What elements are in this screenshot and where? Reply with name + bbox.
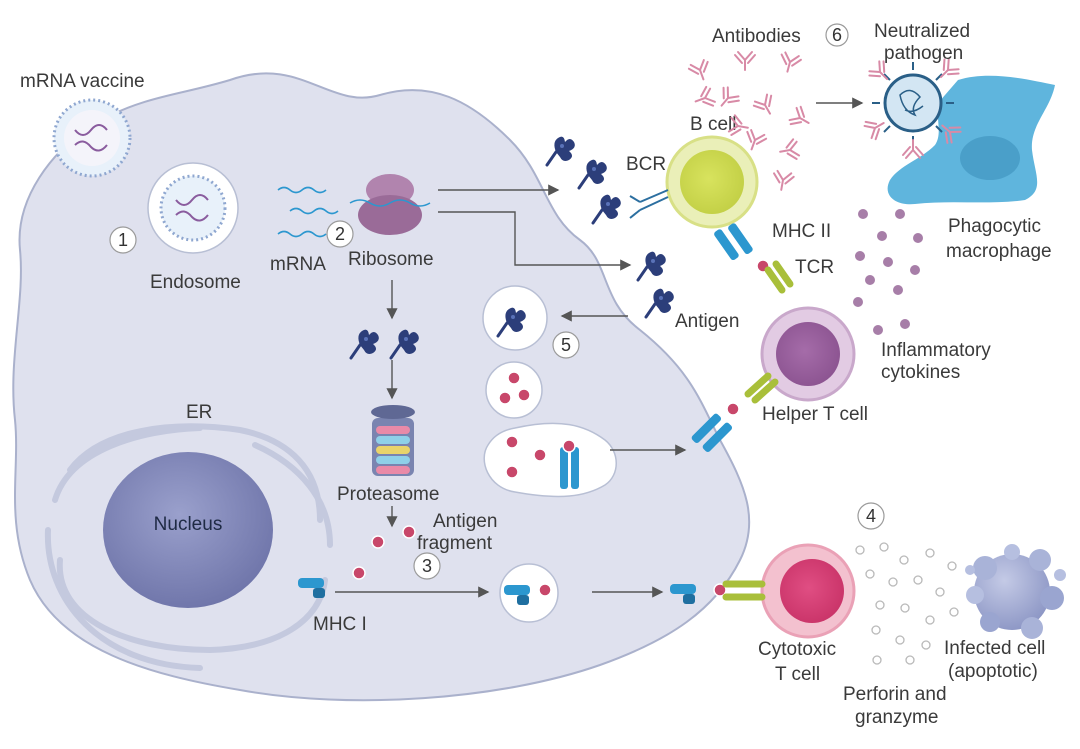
endosome [147, 162, 239, 254]
step-2-marker: 2 [326, 220, 354, 248]
mhc1-label: MHC I [313, 614, 367, 635]
tcr-label: TCR [795, 257, 834, 278]
proteasome-label: Proteasome [337, 484, 439, 505]
step-3-number: 3 [422, 556, 432, 576]
mhc2-label: MHC II [772, 221, 831, 242]
antigen-protein-icon [545, 135, 577, 167]
phagocytic-label-2: macrophage [946, 241, 1052, 262]
antigen-fragment-dot [517, 388, 531, 402]
mhc1-loaded-molecule [504, 583, 552, 605]
inflammatory-cytokines-dots [853, 209, 923, 335]
antigen-fragment-dot [505, 435, 519, 449]
antigen-fragment-dot [352, 566, 366, 580]
mrna-vaccine-label: mRNA vaccine [20, 71, 145, 92]
cytotoxic-label-2: T cell [775, 664, 820, 685]
step-3-marker: 3 [413, 552, 441, 580]
infected-label-1: Infected cell [944, 638, 1045, 659]
antigen-fragment-dot [498, 391, 512, 405]
bcr-receptor [629, 189, 669, 219]
antigen-protein-icon [577, 158, 609, 190]
mhc2-tcr-complex [714, 223, 794, 294]
endosome-label: Endosome [150, 272, 241, 293]
perforin-granzyme-dots [855, 542, 959, 665]
cytotoxic-tcr-mhc1-complex [670, 580, 766, 604]
bcr-label: BCR [626, 154, 666, 175]
ribosome-label: Ribosome [348, 249, 434, 270]
mhc2-molecule-in-vesicle [560, 439, 579, 489]
inflammatory-label-1: Inflammatory [881, 340, 991, 361]
endoplasmic-reticulum [44, 423, 333, 671]
phagocytic-macrophage [887, 75, 1055, 205]
er-label: ER [186, 402, 212, 423]
mrna-strands [277, 186, 339, 238]
neutralized-label-2: pathogen [884, 43, 963, 64]
helper-t-label: Helper T cell [762, 404, 868, 425]
phagocytic-label-1: Phagocytic [948, 216, 1041, 237]
cytotoxic-label-1: Cytotoxic [758, 639, 836, 660]
antigen-fragment-dot [505, 465, 519, 479]
step-1-number: 1 [118, 230, 128, 250]
helper-tcr-mhc2-complex [691, 372, 779, 453]
nucleus [103, 452, 273, 608]
mrna-label: mRNA [270, 254, 326, 275]
helper-t-cell-nucleus [776, 322, 840, 386]
infected-apoptotic-cell [965, 544, 1066, 639]
antigen-fragment-dot [533, 448, 547, 462]
mhc2-loading-vesicle [483, 422, 617, 498]
fragment-vesicle [485, 361, 543, 419]
antigen-protein-icon [591, 193, 623, 225]
antibodies-label: Antibodies [712, 26, 801, 47]
step-2-number: 2 [335, 224, 345, 244]
mhc1-molecule [298, 578, 325, 598]
antigen-label: Antigen [675, 311, 739, 332]
step-4-number: 4 [866, 506, 876, 526]
antigen-fragment-dot [371, 535, 385, 549]
mrna-vaccine-particle [52, 98, 132, 178]
perforin-label-2: granzyme [855, 707, 938, 728]
neutralized-pathogen [862, 56, 964, 159]
neutralized-label-1: Neutralized [874, 21, 970, 42]
antigen-fragment-label-1: Antigen [433, 511, 497, 532]
step-6-marker: 6 [825, 23, 849, 47]
step-1-marker: 1 [109, 226, 137, 254]
antigen-fragment-label-2: fragment [417, 533, 493, 554]
infected-label-2: (apoptotic) [948, 661, 1038, 682]
antigen-fragment-dot [507, 371, 521, 385]
step-6-number: 6 [832, 25, 842, 45]
antigen-fragment-dot [402, 525, 416, 539]
cytotoxic-t-cell-nucleus [780, 559, 844, 623]
step-5-marker: 5 [552, 331, 580, 359]
arrow-ribosome-to-antigen [438, 211, 632, 271]
step-4-marker: 4 [857, 502, 885, 530]
antigen-protein-icon [644, 287, 676, 319]
inflammatory-label-2: cytokines [881, 362, 960, 383]
step-5-number: 5 [561, 335, 571, 355]
antigen-protein-icon [636, 250, 668, 282]
proteasome [371, 405, 415, 476]
b-cell-nucleus [680, 150, 744, 214]
b-cell-label: B cell [690, 114, 736, 135]
macrophage-nucleus [960, 136, 1020, 180]
ribosome [349, 174, 431, 235]
perforin-label-1: Perforin and [843, 684, 947, 705]
nucleus-label: Nucleus [154, 514, 223, 535]
